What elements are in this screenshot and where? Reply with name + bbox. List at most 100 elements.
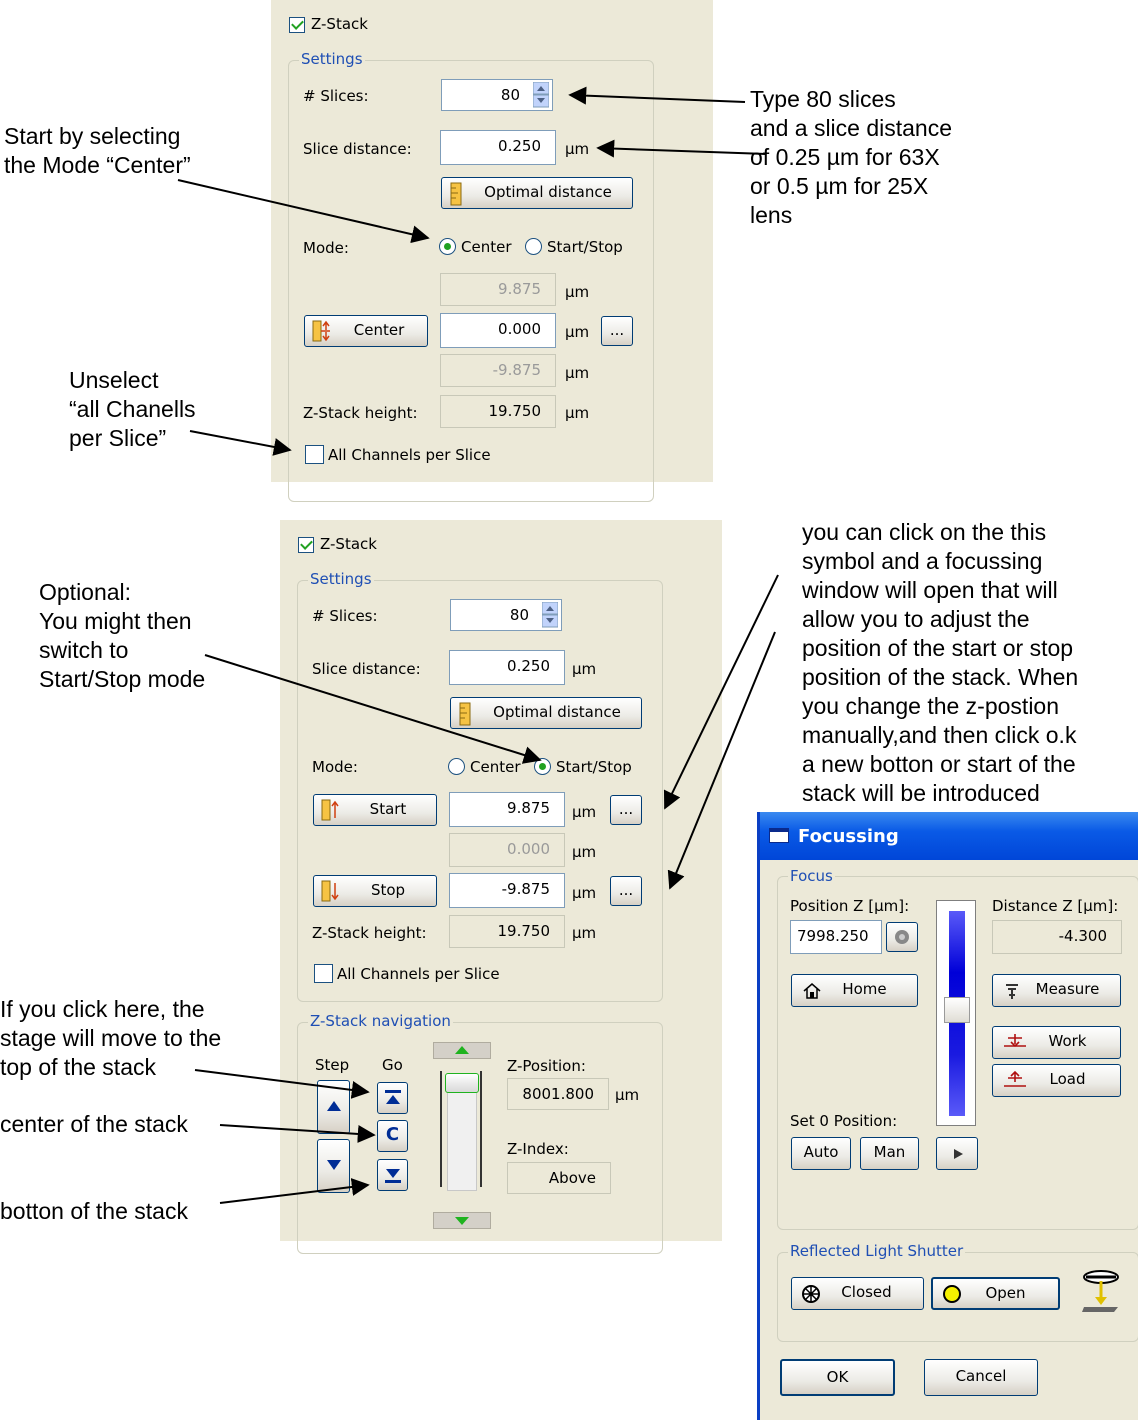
shutter-open-icon [943, 1285, 961, 1303]
load-button[interactable]: Load [992, 1064, 1121, 1097]
note-center-of-stack: center of the stack [0, 1111, 188, 1137]
optimal-distance-button[interactable]: Optimal distance [441, 177, 633, 209]
work-label: Work [1048, 1032, 1087, 1050]
start-focus-ellipsis-button[interactable]: ... [610, 795, 642, 825]
all-channels-checkbox[interactable] [314, 964, 333, 983]
mode-center-label: Center [470, 758, 521, 776]
slice-distance-input[interactable]: 0.250 [440, 130, 556, 165]
mode-label: Mode: [312, 758, 358, 776]
go-bottom-button[interactable] [377, 1159, 408, 1191]
measure-button[interactable]: Measure [992, 974, 1121, 1007]
home-label: Home [842, 980, 887, 998]
go-top-button[interactable] [377, 1082, 408, 1114]
cancel-button[interactable]: Cancel [924, 1359, 1038, 1396]
note-line: a new botton or start of the [802, 751, 1076, 777]
go-label: Go [382, 1056, 403, 1074]
reflected-light-icon [1082, 1270, 1119, 1312]
shutter-group-label: Reflected Light Shutter [788, 1242, 966, 1260]
z-slider-track[interactable] [437, 1065, 485, 1191]
note-line: top of the stack [0, 1054, 156, 1080]
start-position-icon [321, 799, 339, 821]
zstack-checkbox[interactable] [298, 537, 314, 553]
z-slider-up-button[interactable] [433, 1042, 491, 1059]
load-label: Load [1049, 1070, 1086, 1088]
mode-center-radio[interactable] [448, 758, 465, 775]
shutter-closed-label: Closed [841, 1283, 892, 1301]
top-position-unit: µm [565, 283, 590, 301]
load-position-icon [1004, 1070, 1026, 1087]
note-line: or 0.5 µm for 25X [750, 173, 929, 199]
position-z-input[interactable]: 7998.250 [790, 920, 882, 954]
settings-group [288, 60, 654, 502]
stop-button[interactable]: Stop [313, 875, 437, 907]
top-position-field: 9.875 [440, 273, 556, 306]
step-up-icon [327, 1101, 341, 1111]
mode-startstop-radio[interactable] [525, 238, 542, 255]
arrow-to-stop-ellipsis [667, 631, 776, 890]
focus-slider[interactable] [936, 900, 976, 1126]
bottom-position-unit: µm [565, 364, 590, 382]
z-slider-thumb[interactable] [445, 1073, 479, 1093]
focus-slider-thumb[interactable] [944, 997, 970, 1023]
z-position-field: 8001.800 [507, 1078, 609, 1110]
arrow-to-go-center [219, 1124, 376, 1143]
slices-spinner[interactable] [533, 82, 549, 108]
arrow-down-icon [455, 1217, 469, 1225]
stop-focus-ellipsis-button[interactable]: ... [610, 876, 642, 906]
note-line: stage will move to the [0, 1025, 222, 1051]
work-button[interactable]: Work [992, 1026, 1121, 1059]
play-icon [954, 1149, 963, 1159]
zstack-navigation-label: Z-Stack navigation [308, 1012, 453, 1030]
ok-button[interactable]: OK [780, 1359, 895, 1396]
note-line: Optional: [39, 579, 132, 605]
center-position-unit: µm [565, 323, 590, 341]
shutter-closed-icon [802, 1285, 820, 1303]
stop-position-input[interactable]: -9.875 [449, 873, 565, 908]
mode-center-radio[interactable] [439, 238, 456, 255]
note-line: If you click here, the [0, 996, 205, 1022]
start-button[interactable]: Start [313, 794, 437, 826]
slices-spinner[interactable] [542, 602, 558, 628]
step-down-button[interactable] [317, 1139, 350, 1193]
optimal-distance-button[interactable]: Optimal distance [450, 697, 642, 729]
focussing-window: Focussing Focus Position Z [µm]: 7998.25… [757, 812, 1138, 1420]
center-focus-ellipsis-button[interactable]: ... [601, 316, 633, 346]
all-channels-checkbox[interactable] [305, 445, 324, 464]
go-center-button[interactable]: C [377, 1120, 408, 1152]
note-line: Type 80 slices [750, 86, 896, 112]
z-slider-down-button[interactable] [433, 1212, 491, 1229]
note-unselect: Unselect “all Chanells per Slice” [69, 366, 196, 453]
play-button[interactable] [936, 1137, 978, 1170]
shutter-open-button[interactable]: Open [931, 1277, 1060, 1310]
home-button[interactable]: Home [791, 974, 918, 1007]
focussing-title: Focussing [798, 826, 899, 847]
arrow-to-slices [568, 86, 746, 105]
all-channels-label: All Channels per Slice [337, 965, 500, 983]
measure-label: Measure [1035, 980, 1100, 998]
home-icon [803, 983, 821, 999]
note-line: switch to [39, 637, 129, 663]
slice-distance-label: Slice distance: [312, 660, 421, 678]
center-button[interactable]: Center [304, 315, 428, 347]
arrow-to-slice-distance [596, 139, 766, 158]
step-label: Step [315, 1056, 350, 1074]
note-line: Unselect [69, 367, 159, 393]
all-channels-label: All Channels per Slice [328, 446, 491, 464]
start-position-input[interactable]: 9.875 [449, 792, 565, 827]
man-button[interactable]: Man [860, 1137, 919, 1170]
mode-startstop-label: Start/Stop [547, 238, 623, 256]
slice-distance-input[interactable]: 0.250 [449, 650, 565, 685]
note-line: stack will be introduced [802, 780, 1040, 806]
shutter-open-label: Open [985, 1284, 1026, 1302]
z-index-field: Above [507, 1162, 611, 1194]
auto-button[interactable]: Auto [791, 1137, 851, 1170]
shutter-closed-button[interactable]: Closed [791, 1277, 924, 1310]
optimal-distance-label: Optimal distance [484, 183, 612, 201]
center-position-input[interactable]: 0.000 [440, 313, 556, 348]
zstack-checkbox[interactable] [289, 17, 305, 33]
middle-position-field: 0.000 [449, 833, 565, 867]
stop-button-label: Stop [370, 881, 406, 899]
note-line: “all Chanells [69, 396, 196, 422]
position-z-refresh-button[interactable] [886, 922, 918, 952]
note-line: position of the start or stop [802, 635, 1074, 661]
